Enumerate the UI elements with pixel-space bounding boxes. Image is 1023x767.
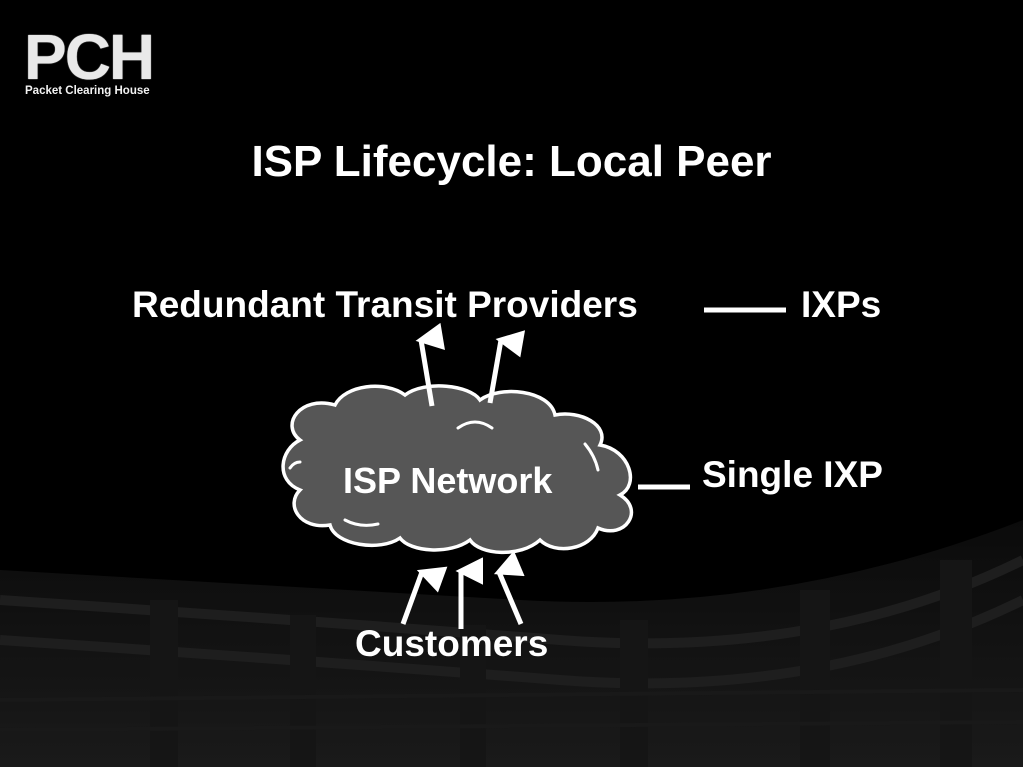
- customer-arrow-right: [493, 550, 525, 625]
- logo-subtitle: Packet Clearing House: [25, 85, 150, 97]
- pch-logo: PCH Packet Clearing House: [24, 21, 184, 100]
- isp-network-label: ISP Network: [343, 460, 553, 501]
- ixps-label: IXPs: [801, 284, 882, 325]
- upstream-arrow-right: [487, 330, 526, 404]
- single-ixp-label: Single IXP: [702, 454, 883, 495]
- transit-providers-label: Redundant Transit Providers: [132, 284, 638, 325]
- upstream-arrow-left: [415, 322, 445, 407]
- slide-title: ISP Lifecycle: Local Peer: [251, 137, 772, 186]
- customer-arrow-left: [400, 566, 448, 625]
- customers-label: Customers: [355, 623, 549, 664]
- isp-network-cloud: [281, 384, 634, 555]
- logo-mark: PCH: [24, 21, 155, 93]
